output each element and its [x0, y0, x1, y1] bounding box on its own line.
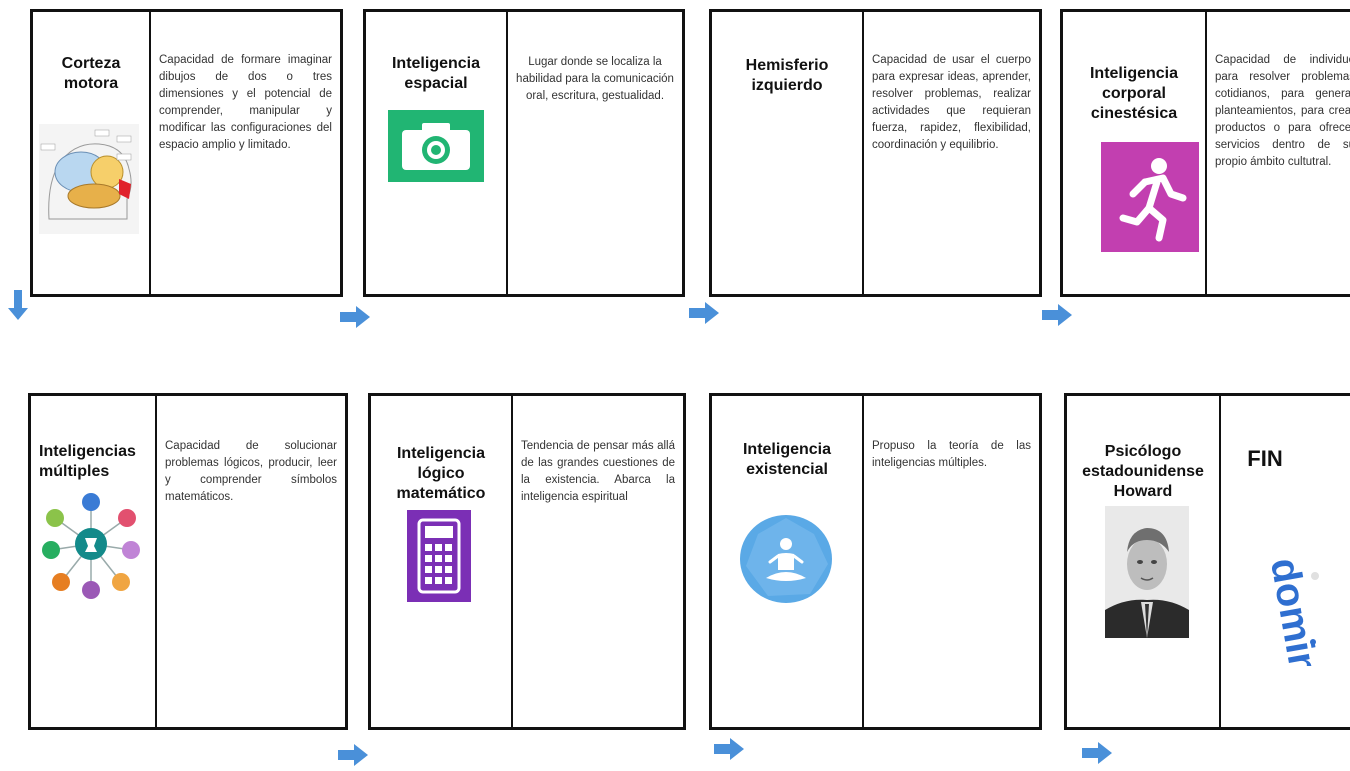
domino-card-4-left: Inteligencia corporal cinestésica — [1063, 12, 1207, 294]
card-title: Psicólogo estadounidense Howard — [1082, 443, 1204, 500]
card-description: Capacidad de solucionar problemas lógico… — [165, 440, 337, 503]
domino-card-2-right: Lugar donde se localiza la habilidad par… — [508, 12, 682, 294]
meditation-icon — [738, 514, 834, 604]
card-title: Inteligencias múltiples — [39, 443, 136, 480]
domino-card-5-right: Capacidad de solucionar problemas lógico… — [157, 396, 345, 727]
domino-card-8-right: FIN domino — [1221, 396, 1350, 727]
domino-logo: domino — [1257, 546, 1325, 666]
domino-card-8: Psicólogo estadounidense Howard FIN domi… — [1064, 393, 1350, 730]
domino-card-2-left: Inteligencia espacial — [366, 12, 508, 294]
card-description: Propuso la teoría de las inteligencias m… — [872, 440, 1031, 469]
right-arrow-icon — [689, 302, 719, 324]
multiple-intelligences-diagram — [41, 488, 141, 600]
domino-card-5-left: Inteligencias múltiples — [31, 396, 157, 727]
card-title: Corteza motora — [61, 55, 121, 92]
card-description: Capacidad de usar el cuerpo para expresa… — [872, 54, 1031, 151]
card-title: Hemisferio izquierdo — [745, 57, 829, 94]
right-arrow-icon — [714, 738, 744, 760]
domino-card-3-left: Hemisferio izquierdo — [712, 12, 864, 294]
domino-card-7: Inteligencia existencial Propuso la teor… — [709, 393, 1042, 730]
domino-card-1-right: Capacidad de formare imaginar dibujos de… — [151, 12, 340, 294]
domino-card-6-right: Tendencia de pensar más allá de las gran… — [513, 396, 683, 727]
down-arrow-icon — [8, 290, 28, 320]
domino-card-1: Corteza motora Capacidad de formare imag… — [30, 9, 343, 297]
domino-card-4: Inteligencia corporal cinestésica Capaci… — [1060, 9, 1350, 297]
portrait-photo — [1105, 506, 1189, 638]
svg-text:domino: domino — [1262, 555, 1325, 666]
domino-card-5: Inteligencias múltiples — [28, 393, 348, 730]
right-arrow-icon — [340, 306, 370, 328]
domino-card-7-right: Propuso la teoría de las inteligencias m… — [864, 396, 1039, 727]
domino-card-8-left: Psicólogo estadounidense Howard — [1067, 396, 1221, 727]
runner-icon — [1101, 142, 1199, 252]
card-title: Inteligencia espacial — [391, 55, 481, 92]
card-description: Tendencia de pensar más allá de las gran… — [521, 440, 675, 503]
domino-card-6: Inteligencia lógico matemático Tendencia… — [368, 393, 686, 730]
domino-card-7-left: Inteligencia existencial — [712, 396, 864, 727]
domino-card-4-right: Capacidad de individuo para resolver pro… — [1207, 12, 1350, 294]
fin-label: FIN — [1247, 446, 1283, 471]
card-title: Inteligencia corporal cinestésica — [1089, 65, 1179, 122]
right-arrow-icon — [1082, 742, 1112, 764]
card-title: Inteligencia existencial — [742, 441, 832, 478]
domino-card-6-left: Inteligencia lógico matemático — [371, 396, 513, 727]
camera-icon — [388, 110, 484, 182]
card-description: Lugar donde se localiza la habilidad par… — [516, 56, 674, 102]
domino-card-1-left: Corteza motora — [33, 12, 151, 294]
card-title: Inteligencia lógico matemático — [396, 445, 486, 502]
domino-card-3: Hemisferio izquierdo Capacidad de usar e… — [709, 9, 1042, 297]
domino-card-3-right: Capacidad de usar el cuerpo para expresa… — [864, 12, 1039, 294]
card-description: Capacidad de individuo para resolver pro… — [1215, 54, 1350, 168]
card-description: Capacidad de formare imaginar dibujos de… — [159, 54, 332, 151]
domino-card-2: Inteligencia espacial Lugar donde se loc… — [363, 9, 685, 297]
right-arrow-icon — [1042, 304, 1072, 326]
brain-diagram — [39, 124, 139, 234]
right-arrow-icon — [338, 744, 368, 766]
calculator-icon — [407, 510, 471, 602]
